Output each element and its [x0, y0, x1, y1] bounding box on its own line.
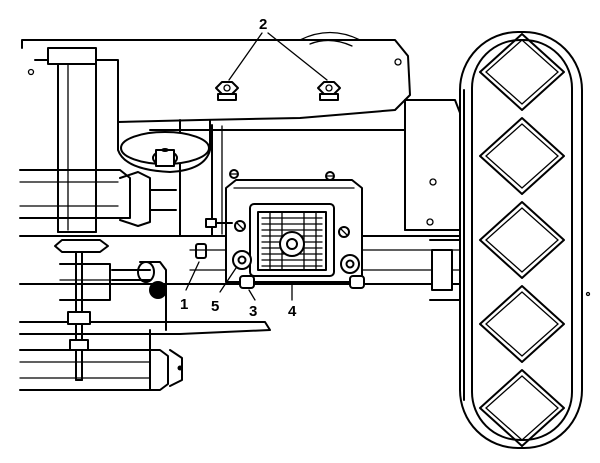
callout-3: 3 [249, 303, 257, 320]
leader-3 [248, 289, 256, 301]
pin-part [195, 243, 207, 259]
leader-5 [219, 267, 237, 293]
callout-4: 4 [288, 303, 297, 320]
leader-1 [185, 261, 200, 291]
callout-2: 2 [259, 16, 267, 33]
wheel-hub-assembly [59, 261, 167, 301]
nut-right [317, 81, 341, 101]
washer-left [232, 250, 252, 270]
grille-assembly [205, 169, 363, 283]
washer-right [340, 254, 360, 274]
callout-1: 1 [180, 296, 188, 313]
callout-5: 5 [211, 298, 219, 315]
cylinder-housing [117, 119, 211, 173]
spot-mark [585, 291, 591, 297]
leader-lines [185, 32, 328, 301]
foot-right [349, 275, 365, 289]
steering-post [47, 47, 109, 381]
leader-2b [267, 32, 328, 81]
foot-left [239, 275, 255, 289]
rear-tire [429, 31, 583, 449]
leader-2a [228, 32, 263, 81]
nut-left [215, 81, 239, 101]
